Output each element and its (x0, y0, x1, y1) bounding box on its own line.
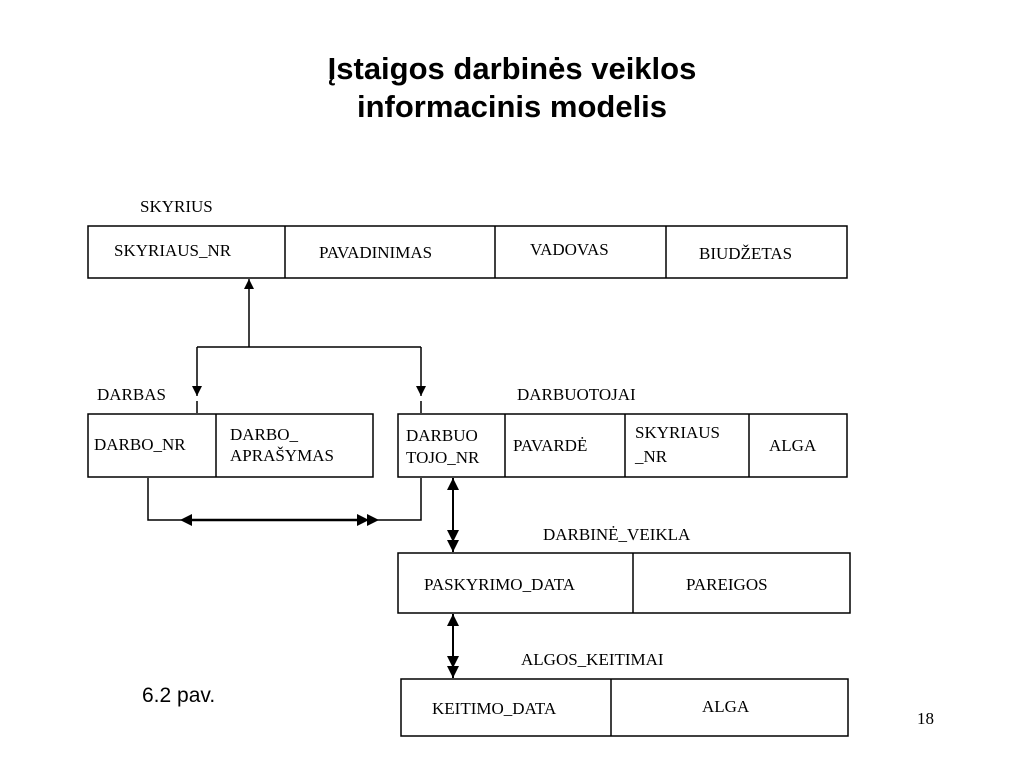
entity-darbuotojai-box (397, 413, 848, 478)
entity-skyrius-box (87, 225, 848, 279)
slide-title-line-1: Įstaigos darbinės veiklos (327, 51, 697, 86)
figure-caption: 6.2 pav. (142, 684, 216, 707)
arrowhead-down-1 (447, 656, 459, 668)
entity-darbas-box (87, 413, 374, 478)
entity-algos-keitimai-box (400, 678, 849, 737)
field-skyriaus-nr-line-2: _NR (634, 447, 668, 466)
field-keitimo-data: KEITIMO_DATA (432, 699, 557, 718)
arrowhead-up (447, 478, 459, 490)
connector-bottom-link (147, 478, 422, 521)
relationship-darbine-veikla-algos-keitimai (447, 614, 459, 678)
field-pavarde: PAVARDĖ (513, 436, 587, 455)
field-pareigos: PAREIGOS (686, 575, 768, 594)
relationship-darbas-darbuotojai (147, 478, 422, 526)
entity-darbine-veikla: DARBINĖ_VEIKLA PASKYRIMO_DATA PAREIGOS (397, 525, 851, 614)
arrowhead-down-2 (447, 540, 459, 552)
entity-darbine-veikla-box (397, 552, 851, 614)
arrowhead-right-1 (357, 514, 369, 526)
arrowhead-up (447, 614, 459, 626)
arrowhead-down-2 (447, 666, 459, 678)
field-alga: ALGA (769, 436, 817, 455)
entity-algos-keitimai: ALGOS_KEITIMAI KEITIMO_DATA ALGA (400, 650, 849, 737)
field-alga: ALGA (702, 697, 750, 716)
field-darbuotojo-nr-line-2: TOJO_NR (406, 448, 480, 467)
field-darbuotojo-nr-line-1: DARBUO (406, 426, 478, 445)
field-skyriaus-nr: SKYRIAUS_NR (114, 241, 232, 260)
entity-skyrius: SKYRIUS SKYRIAUS_NR PAVADINIMAS VADOVAS … (87, 197, 848, 279)
entity-darbas-name: DARBAS (97, 385, 166, 404)
entity-darbuotojai-name: DARBUOTOJAI (517, 385, 636, 404)
field-vadovas: VADOVAS (530, 240, 609, 259)
relationship-skyrius-darbas-darbuotojai (192, 279, 426, 413)
entity-skyrius-name: SKYRIUS (140, 197, 213, 216)
page-number: 18 (917, 709, 934, 728)
entity-darbine-veikla-name: DARBINĖ_VEIKLA (543, 525, 691, 544)
field-darbo-nr: DARBO_NR (94, 435, 186, 454)
slide-title-line-2: informacinis modelis (356, 89, 668, 124)
field-paskyrimo-data: PASKYRIMO_DATA (424, 575, 576, 594)
field-skyriaus-nr-line-1: SKYRIAUS (635, 423, 720, 442)
arrowhead-down-1 (447, 530, 459, 542)
arrowhead-right-2 (367, 514, 379, 526)
entity-darbas: DARBAS DARBO_NR DARBO_ APRAŠYMAS (87, 385, 374, 478)
entity-algos-keitimai-name: ALGOS_KEITIMAI (521, 650, 664, 669)
field-pavadinimas: PAVADINIMAS (319, 243, 432, 262)
field-biudzetas: BIUDŽETAS (699, 244, 792, 263)
relationship-darbuotojai-darbine-veikla (447, 478, 459, 552)
arrowhead-left (180, 514, 192, 526)
field-darbo-aprasymas-line-2: APRAŠYMAS (230, 446, 334, 465)
field-darbo-aprasymas-line-1: DARBO_ (230, 425, 299, 444)
entity-darbuotojai: DARBUOTOJAI DARBUO TOJO_NR PAVARDĖ SKYRI… (397, 385, 848, 478)
